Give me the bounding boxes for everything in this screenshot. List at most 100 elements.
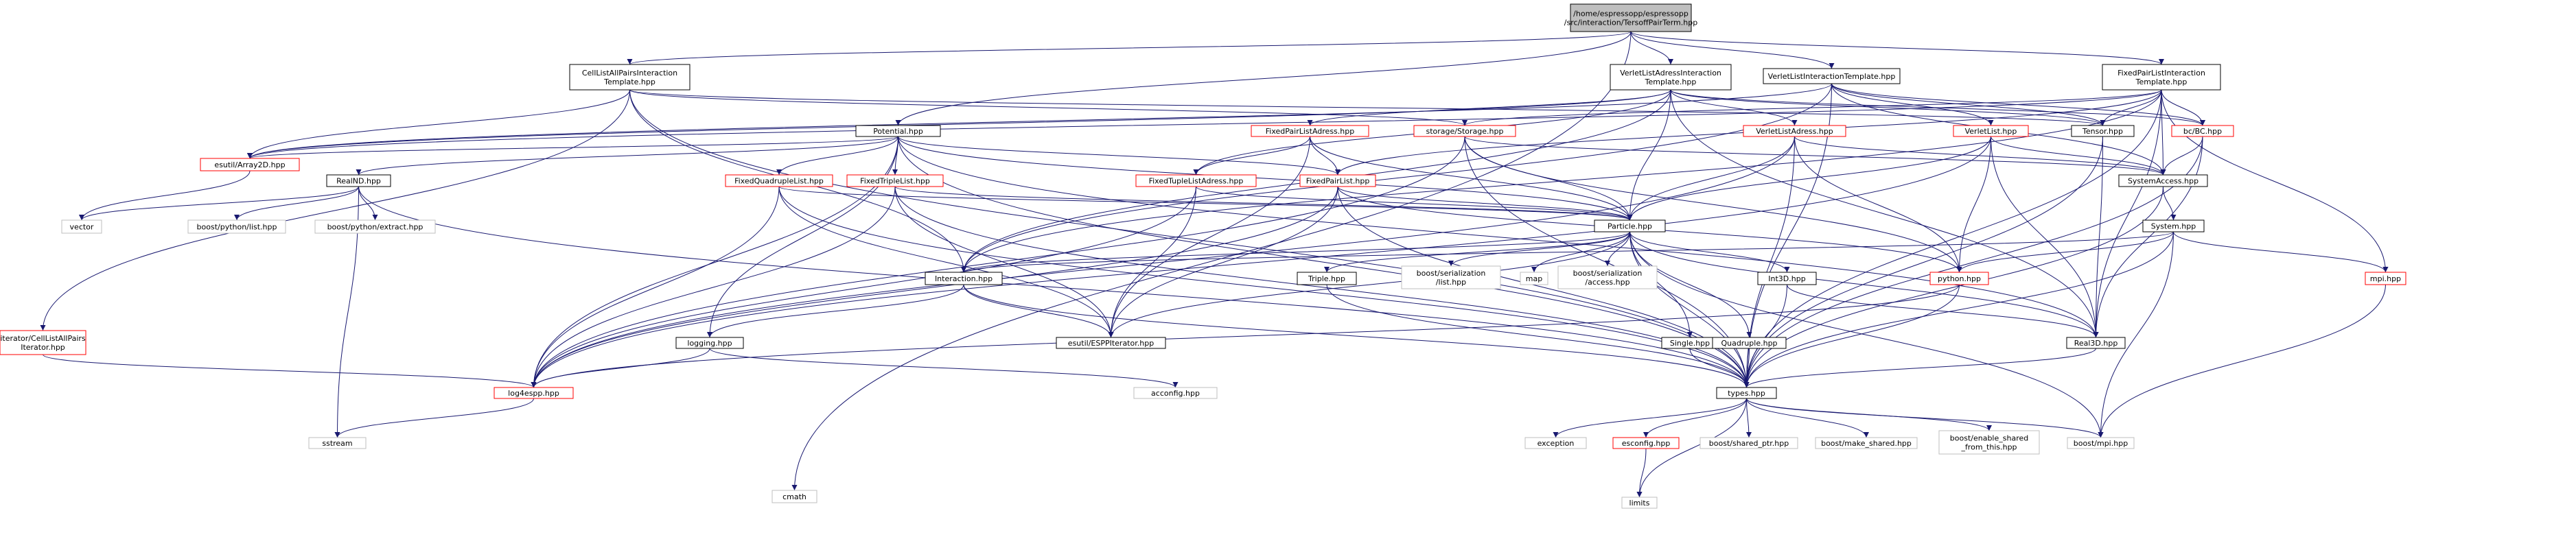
edge-interaction-to-esppiter xyxy=(963,284,1114,338)
node-box xyxy=(2171,125,2234,137)
node-box xyxy=(1251,125,1369,137)
edge-realnd-to-vector xyxy=(79,186,359,221)
node-label: Particle.hpp xyxy=(1608,222,1652,231)
node-int3d[interactable]: Int3D.hpp xyxy=(1757,272,1817,285)
edge-potential-to-particle xyxy=(898,136,1633,221)
node-box xyxy=(725,174,833,187)
edge-celllist-to-array2d xyxy=(247,89,630,159)
node-array2d[interactable]: esutil/Array2D.hpp xyxy=(200,158,300,171)
node-box xyxy=(1520,272,1548,285)
node-storage[interactable]: storage/Storage.hpp xyxy=(1413,125,1516,137)
node-esconfig[interactable]: esconfig.hpp xyxy=(1612,437,1680,449)
node-box xyxy=(1056,337,1166,349)
node-esppiter[interactable]: esutil/ESPPIterator.hpp xyxy=(1056,337,1166,349)
node-box xyxy=(2365,272,2406,285)
node-label: VerletList.hpp xyxy=(1965,127,2017,136)
edge-root-to-vlinter xyxy=(1630,31,1835,69)
node-system[interactable]: System.hpp xyxy=(2142,219,2205,232)
node-ftla[interactable]: FixedTupleListAdress.hpp xyxy=(1135,174,1257,187)
edge-vladress-to-vladresshpp xyxy=(1670,89,1798,126)
node-label: VerletListInteractionTemplate.hpp xyxy=(1768,72,1896,81)
node-box xyxy=(494,387,574,399)
node-benable: boost/enable_shared_from_this.hpp xyxy=(1938,430,2040,455)
node-bc[interactable]: bc/BC.hpp xyxy=(2171,125,2234,137)
node-single[interactable]: Single.hpp xyxy=(1661,337,1719,349)
edge-array2d-to-vector xyxy=(79,170,251,221)
node-vlinter[interactable]: VerletListInteractionTemplate.hpp xyxy=(1763,68,1901,84)
node-potential[interactable]: Potential.hpp xyxy=(855,125,941,137)
node-real3d[interactable]: Real3D.hpp xyxy=(2066,337,2126,349)
node-types[interactable]: types.hpp xyxy=(1716,387,1777,399)
node-log4espp[interactable]: log4espp.hpp xyxy=(494,387,574,399)
edge-vladresshpp-to-particle xyxy=(1627,136,1795,221)
edge-ftl-to-log4espp xyxy=(531,186,896,388)
node-fql[interactable]: FixedQuadrupleList.hpp xyxy=(725,174,833,187)
node-label: exception xyxy=(1538,439,1575,448)
node-label: System.hpp xyxy=(2151,222,2196,231)
node-logging[interactable]: logging.hpp xyxy=(675,337,744,349)
node-box xyxy=(1557,265,1658,289)
node-fpl[interactable]: FixedPairList.hpp xyxy=(1299,174,1376,187)
node-box xyxy=(1297,272,1357,285)
node-label: RealND.hpp xyxy=(336,177,381,186)
node-sysaccess[interactable]: SystemAccess.hpp xyxy=(2118,174,2208,187)
node-box xyxy=(1594,219,1666,232)
node-fpladress[interactable]: FixedPairListAdress.hpp xyxy=(1251,125,1369,137)
node-ftl[interactable]: FixedTripleList.hpp xyxy=(846,174,944,187)
edge-types-to-limits xyxy=(1636,398,1747,498)
node-label: CellListAllPairsInteraction xyxy=(582,69,677,77)
edge-sysaccess-to-types xyxy=(1743,186,2163,388)
edge-types-to-bmpi xyxy=(1746,398,2104,438)
node-label: bc/BC.hpp xyxy=(2183,127,2222,136)
edge-system-to-python xyxy=(1956,231,2174,273)
edge-bc-to-real3d xyxy=(2093,136,2203,338)
node-root[interactable]: /home/espressopp/espressopp/src/interact… xyxy=(1564,3,1697,32)
node-vladresshpp[interactable]: VerletListAdress.hpp xyxy=(1743,125,1846,137)
edge-ftla-to-esppiter xyxy=(1108,186,1196,338)
node-box xyxy=(2071,125,2135,137)
node-realnd[interactable]: RealND.hpp xyxy=(326,174,391,187)
edge-particle-to-triple xyxy=(1324,231,1630,273)
node-label: Template.hpp xyxy=(603,77,655,86)
edge-potential-to-logging xyxy=(707,136,898,338)
header-nodes: /home/espressopp/espressopp/src/interact… xyxy=(0,3,2406,509)
node-verletlist[interactable]: VerletList.hpp xyxy=(1953,125,2029,137)
node-python[interactable]: python.hpp xyxy=(1929,272,1989,285)
node-triple[interactable]: Triple.hpp xyxy=(1297,272,1357,285)
node-box xyxy=(1929,272,1989,285)
edge-particle-to-interaction xyxy=(961,231,1630,273)
node-label: Template.hpp xyxy=(2135,77,2188,86)
edge-root-to-potential xyxy=(895,31,1632,126)
node-box xyxy=(2067,437,2135,449)
edge-vladresshpp-to-log4espp xyxy=(531,136,1795,388)
edge-single-to-types xyxy=(1689,348,1750,388)
node-label: FixedTripleList.hpp xyxy=(860,177,930,186)
edge-particle-to-map xyxy=(1531,231,1630,273)
node-box xyxy=(1299,174,1376,187)
node-label: boost/python/list.hpp xyxy=(197,223,277,232)
node-tensor[interactable]: Tensor.hpp xyxy=(2071,125,2135,137)
node-quadruple[interactable]: Quadruple.hpp xyxy=(1712,337,1787,349)
node-bmake: boost/make_shared.hpp xyxy=(1815,437,1918,449)
edge-fplinter-to-mpi xyxy=(2161,89,2389,273)
node-box xyxy=(0,330,86,355)
node-mpi[interactable]: mpi.hpp xyxy=(2365,272,2406,285)
edge-verletlist-to-python xyxy=(1956,136,1991,273)
node-label: boost/shared_ptr.hpp xyxy=(1709,439,1789,448)
node-box xyxy=(1938,430,2040,455)
node-label: /src/interaction/TersoffPairTerm.hpp xyxy=(1564,19,1697,27)
edge-triple-to-types xyxy=(1326,284,1750,388)
edge-fplinter-to-array2d xyxy=(247,89,2162,159)
node-label: Iterator.hpp xyxy=(21,343,65,352)
edge-bc-to-types xyxy=(1743,136,2203,388)
node-exception: exception xyxy=(1524,437,1587,449)
edge-vladresshpp-to-python xyxy=(1794,136,1962,273)
node-interaction[interactable]: Interaction.hpp xyxy=(925,272,1003,285)
node-particle[interactable]: Particle.hpp xyxy=(1594,219,1666,232)
node-label: FixedPairList.hpp xyxy=(1306,177,1370,186)
edge-particle-to-quadruple xyxy=(1629,231,1752,338)
